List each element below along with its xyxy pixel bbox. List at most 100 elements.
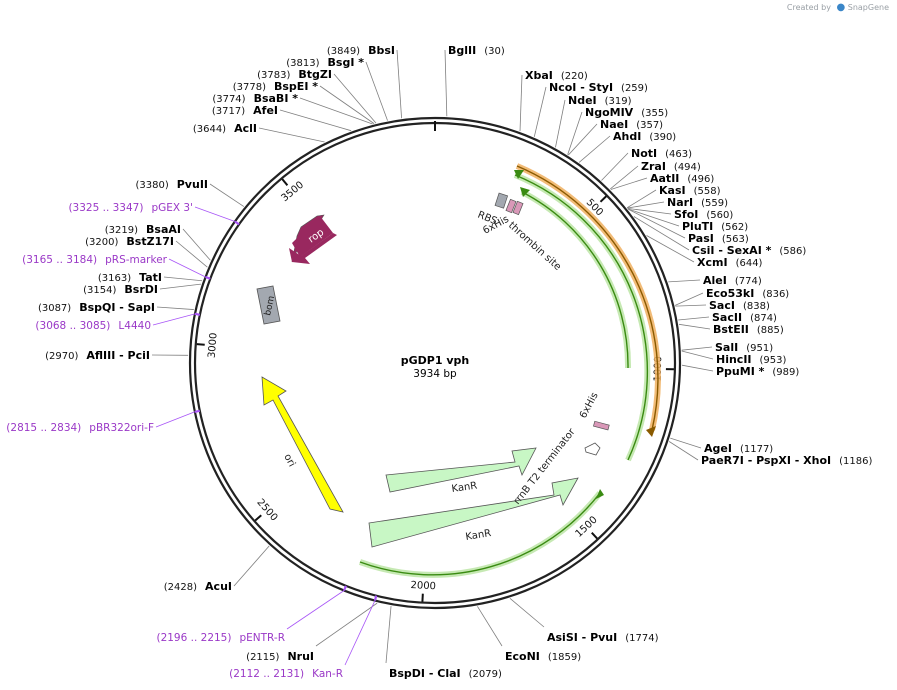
site-label-left-15[interactable]: (2115)NruI [246,650,314,663]
connector-left-0 [396,49,402,119]
site-labels[interactable]: BglII(30) XbaI(220)NcoI - StyI(259)NdeI(3… [6,44,872,680]
site-label-right-26[interactable]: PaeR7I - PspXI - XhoI(1186) [701,454,873,467]
site-label-right-16[interactable]: XcmI(644) [697,256,763,269]
site-label-right-27[interactable]: AsiSI - PvuI(1774) [547,631,659,644]
bom-label: bom [263,295,277,317]
site-label-right-22[interactable]: SalI(951) [715,341,773,354]
site-name: BtgZI [298,68,332,81]
connector-8 [610,165,639,190]
site-coord: (1774) [625,633,658,644]
site-label-right-12[interactable]: SfoI(560) [674,208,733,221]
site-label-right-21[interactable]: BstEII(885) [713,323,784,336]
site-label-right-28[interactable]: EcoNI(1859) [505,650,581,663]
thrombin-box[interactable] [512,200,524,216]
site-label-left-12[interactable]: (3087)BspQI - SapI [38,301,155,314]
site-label-right-0[interactable]: BglII(30) [448,44,505,57]
site-label-right-18[interactable]: Eco53kI(836) [706,287,789,300]
site-label-right-6[interactable]: AhdI(390) [613,130,676,143]
site-label-right-1[interactable]: XbaI(220) [525,69,588,82]
site-label-left-1[interactable]: (3813) BsgI * [286,56,364,69]
kanr-outer-label: KanR [465,528,492,543]
site-label-left-3[interactable]: (3778)BspEI * [233,80,319,93]
rop-arrow-body [292,216,333,257]
site-label-left-0[interactable]: (3849)BbsI [327,44,395,57]
site-label-left-5[interactable]: (3717)AfeI [212,104,278,117]
site-label-left-10[interactable]: (3163)TatI [98,271,162,284]
primer-label-5[interactable]: (2112 .. 2131)Kan-R [229,668,343,680]
connector-5 [568,123,598,156]
site-name: NgoMIV [585,106,634,119]
site-label-right-29[interactable]: BspDI - ClaI(2079) [389,667,502,680]
site-name: BbsI [368,44,395,57]
site-name: BsgI * [328,56,365,69]
primer-label-4[interactable]: (2196 .. 2215)pENTR-R [156,632,285,644]
bom-box[interactable] [256,285,281,325]
site-coord: (3163) [98,273,131,284]
site-label-right-11[interactable]: NarI(559) [667,196,728,209]
site-coord: (220) [561,71,588,82]
tick-mark-3000 [196,343,205,346]
site-coord: (586) [779,246,806,257]
site-label-right-17[interactable]: AleI(774) [703,274,762,287]
site-label-left-11[interactable]: (3154)BsrDI [83,283,158,296]
site-name: SfoI [674,208,698,221]
site-label-right-23[interactable]: HincII(953) [716,353,787,366]
primer-mark-2 [194,312,201,316]
primer-label-3[interactable]: (2815 .. 2834)pBR322ori-F [6,422,154,434]
site-label-right-4[interactable]: NgoMIV(355) [585,106,668,119]
rrnb-terminator-marker[interactable] [584,442,601,456]
connector-16 [646,235,695,263]
kanr-inner-arrow[interactable] [385,447,537,493]
credit-brand: SnapGene [847,3,889,12]
his-tag-top[interactable] [505,198,517,214]
site-label-right-24[interactable]: PpuMI *(989) [716,365,799,378]
site-label-left-6[interactable]: (3644)AclI [193,122,257,135]
site-label-left-7[interactable]: (3380)PvuII [135,178,208,191]
site-coord: (1859) [548,652,581,663]
site-label-right-2[interactable]: NcoI - StyI(259) [549,81,648,94]
site-label-right-19[interactable]: SacI(838) [709,299,770,312]
site-coord: (3813) [286,58,319,69]
site-label-right-20[interactable]: SacII(874) [712,311,777,324]
green-arc-2[interactable] [520,189,632,369]
his-tag-bottom[interactable] [593,420,610,431]
site-name: NcoI - StyI [549,81,613,94]
primer-coord: (3325 .. 3347) [68,202,143,214]
site-label-right-7[interactable]: NotI(463) [631,147,692,160]
site-label-right-13[interactable]: PluTI(562) [682,220,748,233]
primer-label-1[interactable]: (3165 .. 3184)pRS-marker [22,254,168,266]
features[interactable]: rop bom ori KanR KanR rrnB T2 terminator… [256,163,661,578]
site-label-left-2[interactable]: (3783) BtgZI [257,68,332,81]
connector-left-1 [365,61,388,121]
site-label-left-14[interactable]: (2428)AcuI [164,580,232,593]
site-name: BsaAI [146,223,181,236]
site-label-left-13[interactable]: (2970)AflIII - PciI [45,349,150,362]
primer-label-2[interactable]: (3068 .. 3085)L4440 [35,320,151,332]
primer-label-0[interactable]: (3325 .. 3347)pGEX 3' [68,202,193,214]
site-label-left-4[interactable]: (3774)BsaBI * [212,92,298,105]
kanr-outer-arrow[interactable] [368,477,579,548]
green-arc-3-line [359,492,601,576]
site-name: AgeI [704,442,732,455]
site-label-left-9[interactable]: (3200)BstZ17I [85,235,174,248]
site-coord: (3219) [105,225,138,236]
ori-arrow[interactable] [261,376,344,513]
connector-24 [681,364,714,372]
site-label-right-3[interactable]: NdeI(319) [568,94,632,107]
site-label-left-8[interactable]: (3219) BsaAI [105,223,181,236]
site-label-right-15[interactable]: CsiI - SexAI *(586) [692,244,806,257]
site-label-right-9[interactable]: AatII(496) [650,172,714,185]
site-coord: (874) [750,313,777,324]
site-coord: (3783) [257,70,290,81]
plasmid-length: 3934 bp [413,368,457,380]
site-label-right-5[interactable]: NaeI(357) [600,118,663,131]
site-label-right-14[interactable]: PasI(563) [688,232,749,245]
primer-mark-5 [373,595,378,601]
site-label-right-25[interactable]: AgeI(1177) [704,442,773,455]
connector-11 [627,201,665,209]
rbs-box[interactable] [494,192,509,209]
connector-10 [626,189,657,209]
site-label-right-8[interactable]: ZraI(494) [641,160,701,173]
site-label-right-10[interactable]: KasI(558) [659,184,721,197]
connector-left-9 [175,240,208,268]
